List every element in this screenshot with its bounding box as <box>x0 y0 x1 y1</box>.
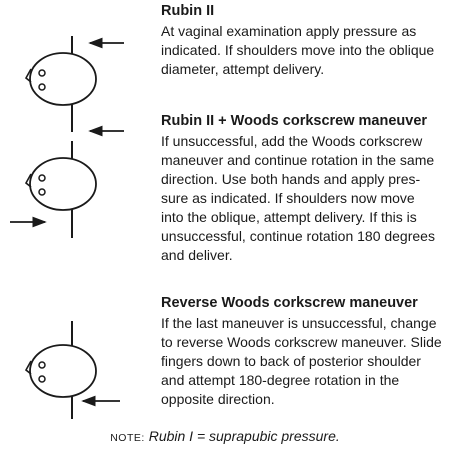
fetal-eye-icon <box>38 174 46 182</box>
reverse-woods-illustration <box>24 321 120 419</box>
fetal-eye-icon <box>38 188 46 196</box>
fetal-eye-icon <box>38 69 46 77</box>
fetal-nose-icon <box>24 360 32 375</box>
fetal-eye-icon <box>38 361 46 369</box>
step-description: At vaginal examination apply pressure as… <box>161 23 435 77</box>
note-label: NOTE: <box>110 432 145 444</box>
step-rubin-ii-woods: Rubin II + Woods corkscrew maneuver If u… <box>161 113 446 265</box>
fetal-eye-icon <box>38 83 46 91</box>
fetal-head-icon <box>29 157 97 211</box>
step-description: If the last maneuver is unsuccessful, ch… <box>161 315 442 407</box>
rubin-ii-woods-illustration <box>10 125 124 238</box>
step-reverse-woods: Reverse Woods corkscrew maneuver If the … <box>161 295 446 409</box>
footnote: NOTE: Rubin I = suprapubic pressure. <box>0 427 450 447</box>
step-title: Reverse Woods corkscrew maneuver <box>161 295 418 311</box>
rubin-ii-illustration <box>24 36 124 132</box>
fetal-eye-icon <box>38 375 46 383</box>
step-title: Rubin II <box>161 3 215 19</box>
fetal-head-icon <box>29 52 97 106</box>
step-description: If unsuccessful, add the Woods corkscrew… <box>161 133 435 263</box>
maneuver-illustrations <box>10 36 124 419</box>
note-text: Rubin I = suprapubic pressure. <box>148 428 340 444</box>
fetal-nose-icon <box>24 173 32 188</box>
fetal-head-icon <box>29 344 97 398</box>
step-title: Rubin II + Woods corkscrew maneuver <box>161 113 428 129</box>
step-rubin-ii: Rubin II At vaginal examination apply pr… <box>161 3 446 79</box>
fetal-nose-icon <box>24 68 32 83</box>
